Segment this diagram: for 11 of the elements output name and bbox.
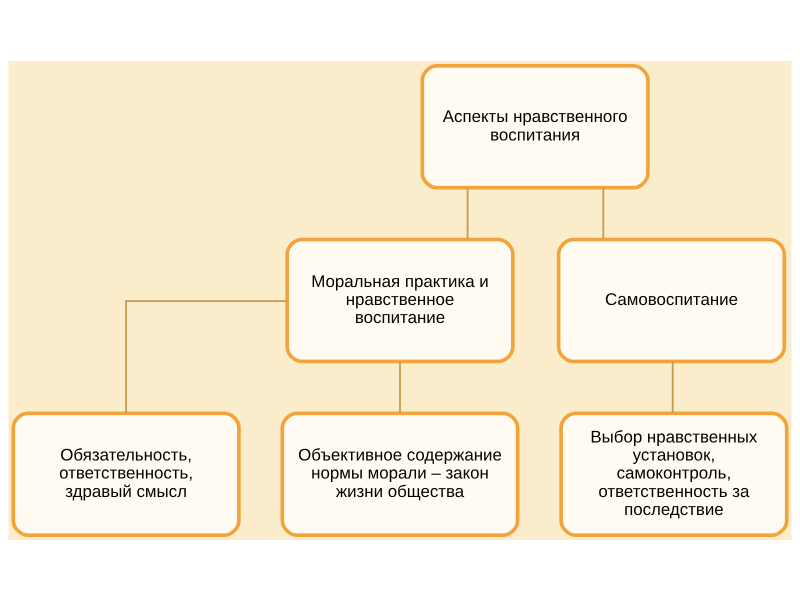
node-box: Самовоспитание — [556, 237, 786, 363]
node-box: Аспекты нравственного воспитания — [420, 64, 650, 189]
node-box: Обязательность, ответственность, здравый смысл — [12, 411, 241, 536]
connector — [125, 300, 288, 413]
node-box: Моральная практика и нравственное воспитание — [285, 237, 515, 363]
node-box: Выбор нравственных установок, самоконтроль, ответственность за последствие — [559, 411, 788, 536]
connector — [602, 188, 604, 239]
connector — [466, 188, 468, 239]
connector — [672, 361, 674, 412]
node-box: Объективное содержание нормы морали – закон жизни общества — [280, 411, 520, 536]
connector — [399, 361, 401, 412]
